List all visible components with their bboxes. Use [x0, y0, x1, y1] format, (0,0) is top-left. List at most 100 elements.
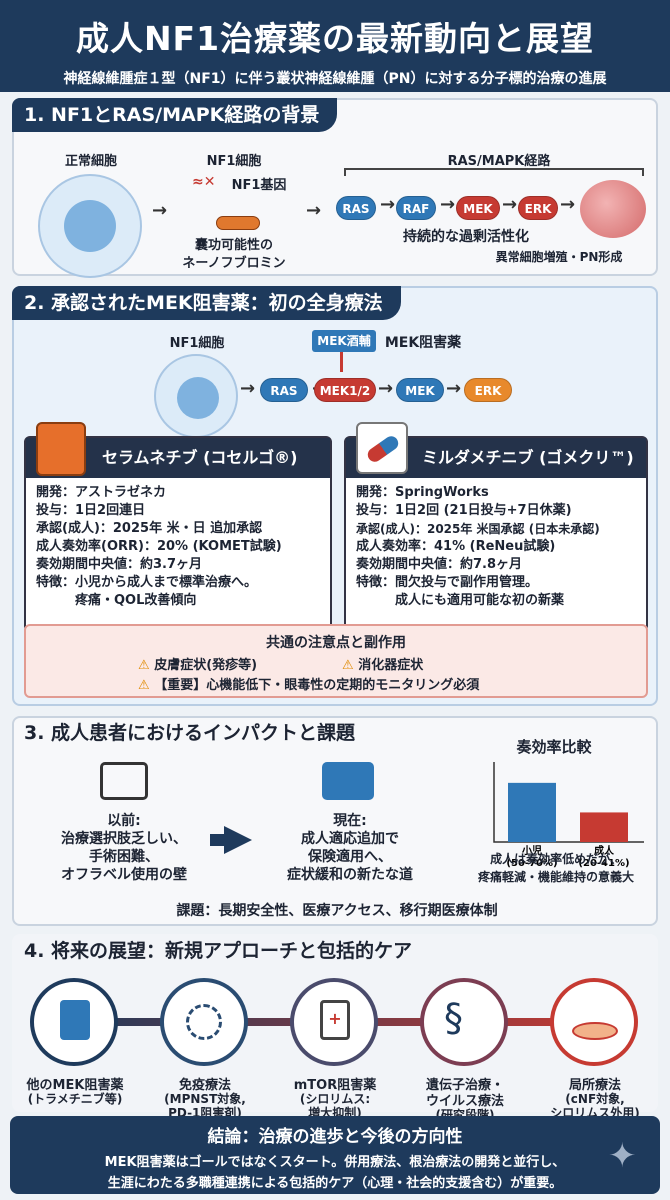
arrow-right-icon — [210, 834, 230, 846]
label-mek-inhibitor: MEK阻害薬 — [384, 335, 462, 351]
topical-treatment-icon — [550, 978, 638, 1066]
sparkle-icon: ✦ — [608, 1136, 637, 1176]
drug-card-mirdametinib: ミルダメチニブ (ゴメクリ™) 開発：SpringWorks 投与：1日2回 (… — [344, 422, 648, 632]
warning-item: 皮膚症状(発疹等) — [154, 658, 258, 673]
now-line: 成人適応追加で — [301, 831, 399, 847]
now-line: 症状緩和の新たな道 — [287, 867, 413, 883]
issues-text: 課題：長期安全性、医療アクセス、移行期医療体制 — [176, 903, 498, 919]
arrow-icon: → — [378, 378, 394, 399]
chart-note: 疼痛軽減・機能維持の意義大 — [477, 870, 634, 884]
chart-tick-label: (20-41%) — [578, 858, 629, 869]
page-title: 成人NF1治療薬の最新動向と展望 — [75, 19, 595, 58]
node-mek: MEK — [456, 196, 500, 220]
warning-box: 共通の注意点と副作用 ⚠ 皮膚症状(発疹等) ⚠ 消化器症状 ⚠ 【重要】心機能… — [24, 624, 648, 698]
arrow-icon: → — [152, 200, 168, 221]
before-line: 手術困難、 — [89, 849, 159, 865]
mek-inhibitor-icon — [30, 978, 118, 1066]
pill-bottle-icon — [36, 422, 86, 476]
card-line: 承認(成人)：2025年 米・日 追加承認 — [36, 521, 263, 536]
page-subtitle: 神経線維腫症１型（NF1）に伴う叢状神経線維腫（PN）に対する分子標的治療の進展 — [63, 71, 607, 87]
future-item-label: mTOR阻害薬 — [293, 1078, 377, 1093]
section-background: 2. 承認されたMEK阻害薬：初の全身療法 NF1細胞 → RAS → MEK酒… — [12, 286, 658, 706]
label-activation: 持続的な過剰活性化 — [403, 229, 529, 245]
chart-tick-label: (50-70%) — [506, 858, 557, 869]
arrow-icon: → — [380, 194, 396, 215]
node-erk: ERK — [518, 196, 558, 220]
chart-tick-label: 成人 — [594, 844, 615, 857]
future-item-label: (MPNST対象, — [164, 1092, 246, 1106]
label-nf1-gene: NF1基因 — [231, 178, 287, 193]
future-item-label: 局所療法 — [568, 1078, 621, 1093]
conclusion-line: MEK阻害薬はゴールではなくスタート。併用療法、根治療法の開発と並行し、 — [104, 1155, 566, 1170]
briefcase-icon — [100, 762, 148, 800]
arrow-icon: → — [306, 200, 322, 221]
arrow-icon: → — [560, 194, 576, 215]
chart-title: 奏効率比較 — [516, 738, 592, 756]
node-ras: RAS — [336, 196, 376, 220]
arrow-icon: → — [440, 194, 456, 215]
section-title: 2. 承認されたMEK阻害薬：初の全身療法 — [12, 286, 401, 320]
conclusion-title: 結論：治療の進歩と今後の方向性 — [207, 1127, 463, 1147]
arrow-icon: → — [502, 194, 518, 215]
card-line: 投与：1日2回 (21日投与+7日休薬) — [356, 503, 572, 518]
drug-card-selumetinib: セラムネチブ (コセルゴ®) 開発：アストラゼネカ 投与：1日2回連日 承認(成… — [24, 422, 332, 632]
future-item-label: 遺伝子治療・ — [425, 1078, 504, 1093]
warning-item: 消化器症状 — [358, 658, 424, 673]
label-neurofibromin-2: ネーノフブロミン — [182, 256, 286, 271]
future-item-label: 免疫療法 — [178, 1078, 231, 1093]
briefcase-check-icon — [322, 762, 374, 800]
protein-icon — [216, 216, 260, 230]
card-line: 承認(成人)：2025年 米国承認 (日本未承認) — [356, 522, 600, 536]
conclusion-line: 生涯にわたる多職種連携による包括的ケア（心理・社会的支援含む）が重要。 — [107, 1176, 563, 1191]
bracket — [344, 168, 644, 176]
node-ras: RAS — [260, 378, 308, 402]
label-neurofibromin: 囊功可能性の — [194, 238, 273, 253]
warning-item: 【重要】心機能低下・眼毒性の定期的モニタリング必須 — [154, 678, 480, 693]
medicine-bottle-icon: + — [290, 978, 378, 1066]
section-background: 3. 成人患者におけるインパクトと課題 以前: 治療選択肢乏しい、 手術困難、 … — [12, 716, 658, 926]
future-item-label: (シロリムス: — [299, 1092, 371, 1106]
chart-note: 成人は奏効率低めだが、 — [490, 852, 622, 866]
card-line: 疼痛・QOL改善傾向 — [36, 593, 197, 608]
response-rate-chart: 小児(50-70%) 成人(20-41%) — [493, 762, 644, 869]
card-line: 開発：SpringWorks — [356, 485, 489, 500]
dna-icon: § — [420, 978, 508, 1066]
warning-icon: ⚠ — [138, 658, 150, 673]
capsule-icon — [356, 422, 408, 474]
section-title: 4. 将来の展望：新規アプローチと包括的ケア — [24, 940, 413, 962]
future-item-label: 他のMEK阻害薬 — [26, 1078, 124, 1093]
node-mek12: MEK1/2 — [314, 378, 376, 402]
card-line: 成人奏効率(ORR)：20% (KOMET試験) — [36, 539, 282, 554]
card-line: 特徴：小児から成人まで標準治療へ。 — [36, 575, 258, 590]
warning-title: 共通の注意点と副作用 — [266, 635, 406, 651]
before-line: 治療選択肢乏しい、 — [61, 831, 187, 847]
arrow-icon: → — [446, 378, 462, 399]
normal-cell-icon — [38, 174, 142, 278]
future-item-label: (cNF対象, — [565, 1092, 625, 1106]
conclusion-footer: 結論：治療の進歩と今後の方向性 MEK阻害薬はゴールではなくスタート。併用療法、… — [10, 1116, 660, 1194]
card-line: 奏効期間中央値：約3.7ヶ月 — [36, 557, 203, 572]
header: 成人NF1治療薬の最新動向と展望 神経線維腫症１型（NF1）に伴う叢状神経線維腫… — [0, 0, 670, 92]
label-normal-cell: 正常細胞 — [64, 154, 117, 169]
chart-tick-label: 小児 — [521, 844, 542, 857]
future-item-label: ウイルス療法 — [425, 1094, 504, 1109]
card-line: 開発：アストラゼネカ — [36, 485, 167, 500]
node-raf: RAF — [396, 196, 436, 220]
nf1-cell-icon — [154, 354, 238, 438]
arrow-icon: → — [240, 378, 256, 399]
warning-icon: ⚠ — [342, 658, 354, 673]
now-line: 保険適用へ、 — [308, 849, 392, 865]
label-result: 異常細胞増殖・PN形成 — [495, 250, 623, 264]
section-background: 1. NF1とRAS/MAPK経路の背景 正常細胞 → NF1細胞 ≈✕ NF1… — [12, 98, 658, 278]
card-line: 成人にも適用可能な初の新薬 — [356, 593, 565, 608]
card-line: 成人奏効率：41% (ReNeu試験) — [356, 539, 556, 554]
dna-icon: ≈✕ — [192, 174, 216, 190]
label-nf1-cell: NF1細胞 — [169, 336, 225, 351]
label-pathway: RAS/MAPK経路 — [447, 154, 551, 169]
section-title: 1. NF1とRAS/MAPK経路の背景 — [12, 98, 338, 132]
node-erk: ERK — [464, 378, 512, 402]
before-line: オフラベル使用の壁 — [61, 867, 187, 883]
node-mek: MEK — [396, 378, 444, 402]
before-heading: 以前: — [107, 813, 141, 829]
card-line: 奏効期間中央値：約7.8ヶ月 — [356, 557, 523, 572]
